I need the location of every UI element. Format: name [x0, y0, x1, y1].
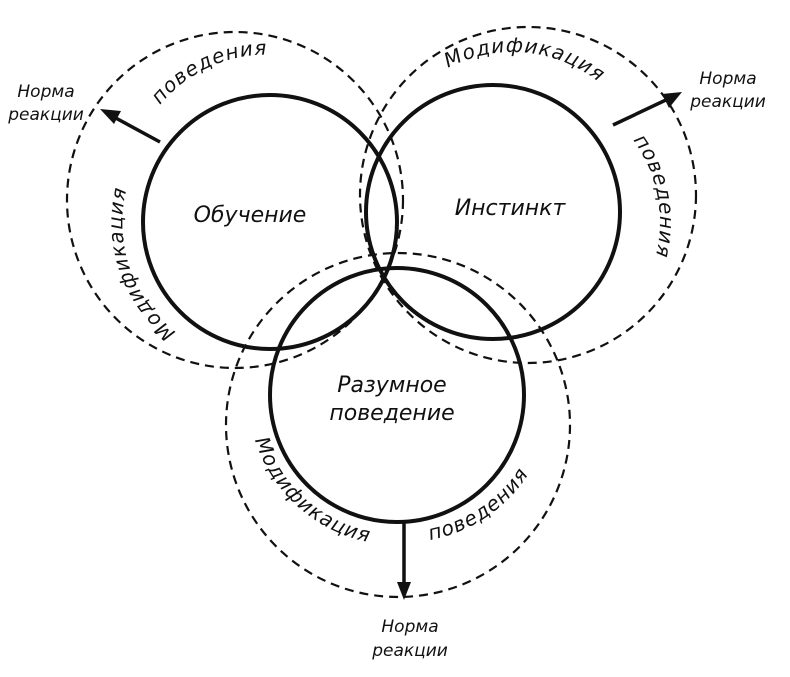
left-norm-label-line1: Норма	[17, 82, 74, 102]
right-side-arc-label: поведения	[629, 129, 679, 260]
instinct-circle	[364, 83, 622, 341]
reason-circle	[268, 266, 526, 524]
instinct-label: Инстинкт	[455, 196, 567, 221]
reason-outer-dashed-circle	[224, 251, 572, 599]
bottom-right-arc-label: поведения	[426, 463, 534, 546]
right-norm-arrow	[612, 92, 682, 127]
reason-label-line2: поведение	[329, 401, 454, 426]
right-norm-label-line2: реакции	[689, 92, 766, 112]
learning-label: Обучение	[194, 203, 307, 228]
left-side-arc-label: Модификация	[103, 185, 179, 347]
reason-label-line1: Разумное	[337, 373, 446, 398]
instinct-outer-dashed-circle	[358, 25, 698, 365]
learning-circle	[141, 93, 399, 351]
bottom-norm-label-line2: реакции	[371, 641, 448, 661]
learning-outer-dashed-circle	[65, 30, 405, 370]
bottom-norm-label-line1: Норма	[381, 617, 438, 637]
right-norm-label-line1: Норма	[699, 69, 756, 89]
left-norm-label-line2: реакции	[7, 105, 84, 125]
right-top-arc-label: Модификация	[440, 33, 610, 87]
bottom-norm-arrow	[397, 522, 411, 600]
left-norm-arrow	[100, 109, 161, 144]
